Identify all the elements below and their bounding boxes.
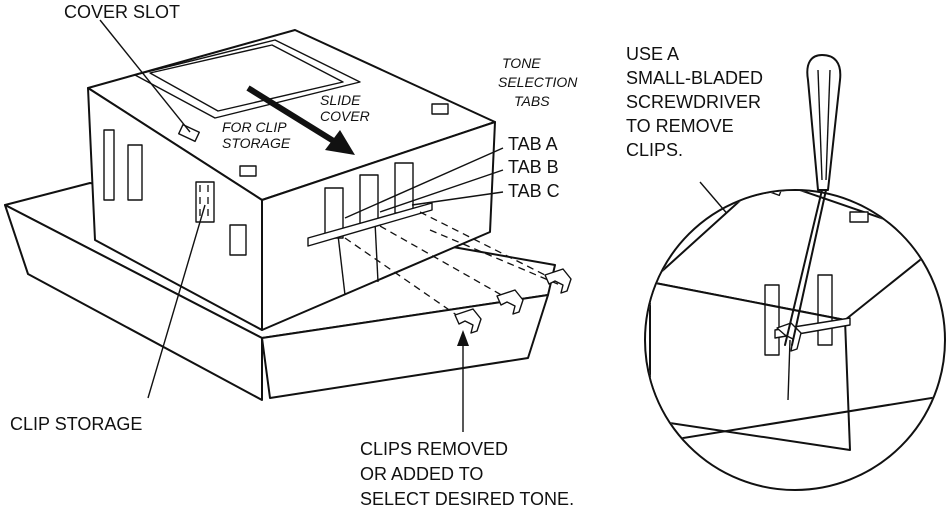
for-clip-storage-label-1: FOR CLIP — [222, 119, 287, 135]
clips-removed-label-2: OR ADDED TO — [360, 464, 483, 484]
slide-cover-label-2: COVER — [320, 108, 370, 124]
use-screwdriver-label-1: USE A — [626, 44, 679, 64]
slide-arrow-icon — [246, 85, 355, 155]
clips-removed-label-3: SELECT DESIRED TONE. — [360, 489, 574, 509]
clip-guide-lines — [344, 211, 561, 317]
use-screwdriver-label-5: CLIPS. — [626, 140, 683, 160]
clip-storage-label: CLIP STORAGE — [10, 414, 142, 434]
tone-selection-label-2: SELECTION — [498, 74, 578, 90]
detail-circle — [644, 189, 946, 491]
use-screwdriver-label-4: TO REMOVE — [626, 116, 734, 136]
tab-b-label: TAB B — [508, 157, 559, 177]
tone-selection-label-1: TONE — [502, 55, 541, 71]
use-screwdriver-label-2: SMALL-BLADED — [626, 68, 763, 88]
clips-removed-label-1: CLIPS REMOVED — [360, 439, 508, 459]
tone-clip-icon — [454, 268, 572, 334]
tab-c-label: TAB C — [508, 181, 560, 201]
tab-a-label: TAB A — [508, 134, 558, 154]
tone-selection-label-3: TABS — [514, 93, 550, 109]
cover-slot-label: COVER SLOT — [64, 2, 180, 22]
use-screwdriver-label-3: SCREWDRIVER — [626, 92, 761, 112]
screwdriver-icon — [784, 54, 842, 346]
slide-cover-label-1: SLIDE — [320, 92, 361, 108]
for-clip-storage-label-2: STORAGE — [222, 135, 291, 151]
labels: COVER SLOT SLIDE COVER FOR CLIP STORAGE … — [10, 2, 763, 509]
tab-slots — [307, 162, 433, 296]
leader-lines — [99, 19, 752, 432]
clip-storage-slot — [195, 181, 215, 223]
